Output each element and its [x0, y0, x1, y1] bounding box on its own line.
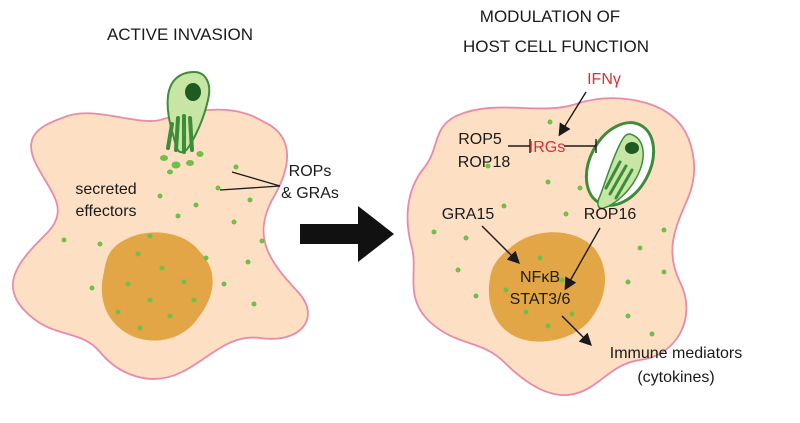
label-rop16: ROP16 [584, 206, 637, 223]
pathway-connectors [481, 91, 601, 346]
secretion-droplets [160, 151, 204, 175]
label-secreted: secreted [75, 181, 136, 198]
vacuole-parasite [584, 121, 656, 210]
label-effectors: effectors [75, 203, 136, 220]
invading-parasite [160, 70, 211, 175]
rops-gras-pointers [219, 171, 281, 191]
transition-arrow [300, 206, 394, 262]
label-gra15: GRA15 [442, 206, 495, 223]
parasite-nucleus [185, 83, 201, 101]
vacuole-parasite-nucleus [625, 142, 639, 154]
left-effector-dots [61, 164, 265, 331]
label-rop5: ROP5 [458, 131, 502, 148]
label-immune-mediators: Immune mediators [610, 345, 743, 362]
arrow-to-immune-mediators [561, 315, 592, 346]
left-nucleus [101, 232, 213, 341]
left-host-cell [12, 108, 309, 380]
parasite-rhoptries [166, 114, 194, 154]
label-ifng: IFNγ [587, 71, 621, 88]
arrow-rop16-to-stat [564, 227, 601, 291]
title-modulation-line1: MODULATION OF [480, 7, 620, 26]
label-nfkb: NFκB [520, 269, 560, 286]
arrow-ifng-to-irgs [558, 91, 587, 137]
title-active-invasion: ACTIVE INVASION [107, 25, 253, 44]
label-rops: ROPs [289, 163, 332, 180]
right-effector-dots [431, 119, 667, 337]
label-gras: & GRAs [281, 185, 339, 202]
label-irgs: IRGs [529, 139, 565, 156]
label-rop18: ROP18 [458, 154, 511, 171]
vacuole-rhoptries [604, 160, 634, 200]
arrow-gra15-to-nfkb [481, 225, 520, 264]
label-stat: STAT3/6 [510, 291, 571, 308]
title-modulation-line2: HOST CELL FUNCTION [463, 37, 649, 56]
label-cytokines: (cytokines) [637, 369, 714, 386]
